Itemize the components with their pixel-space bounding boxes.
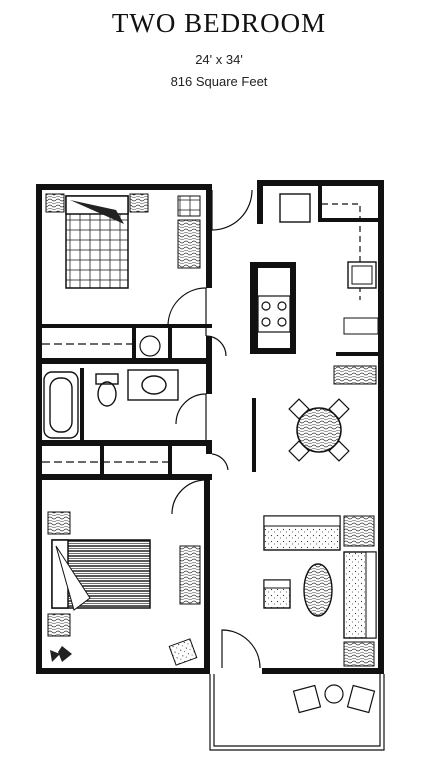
patio-table-icon xyxy=(324,684,344,704)
refrigerator-icon xyxy=(279,193,311,223)
living-area xyxy=(263,515,377,667)
nightstand-icon xyxy=(47,613,71,637)
sink-icon xyxy=(127,369,179,401)
chair-icon xyxy=(346,684,376,714)
bedroom-2 xyxy=(47,511,201,666)
water-heater-icon xyxy=(139,335,161,357)
dresser-icon xyxy=(179,545,201,605)
cabinet-icon xyxy=(343,317,379,335)
dresser-icon xyxy=(177,219,201,269)
toilet-icon xyxy=(95,373,119,407)
nightstand-icon xyxy=(47,511,71,535)
counter-icon xyxy=(333,365,377,385)
plan-dimensions: 24' x 34' xyxy=(195,52,243,67)
dresser-icon xyxy=(177,195,201,217)
balcony xyxy=(209,674,385,751)
nightstand-icon xyxy=(129,193,149,213)
bedroom-1 xyxy=(42,193,201,357)
dining-area xyxy=(288,398,350,462)
dining-table-icon xyxy=(296,407,342,453)
end-table-icon xyxy=(343,641,375,667)
door-swing-icon xyxy=(167,189,361,669)
nightstand-icon xyxy=(45,193,65,213)
stove-burners-icon xyxy=(257,295,291,333)
plan-area: 816 Square Feet xyxy=(170,74,268,89)
end-table-icon xyxy=(343,515,375,547)
bathroom xyxy=(43,369,179,439)
chair-icon xyxy=(292,684,322,714)
bathtub-icon xyxy=(43,371,79,439)
chair-icon xyxy=(168,638,198,666)
coffee-table-icon xyxy=(303,563,333,617)
exterior-walls xyxy=(36,180,384,674)
kitchen xyxy=(257,193,379,385)
plant-icon xyxy=(50,646,72,662)
plan-title: TWO BEDROOM xyxy=(111,8,327,38)
interior-walls xyxy=(36,180,378,668)
